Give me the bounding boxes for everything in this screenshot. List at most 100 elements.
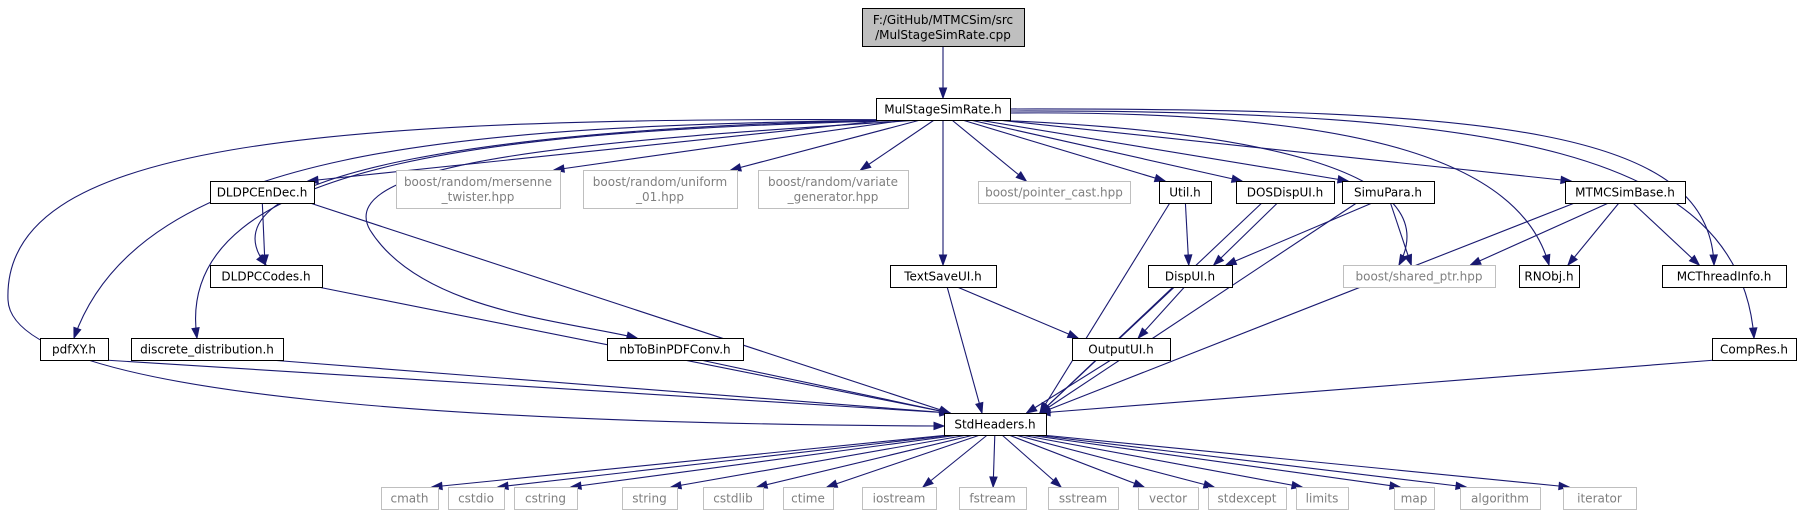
edge-msr-to-compres [1009, 110, 1758, 340]
edge-dosdispui-to-dispui [1212, 202, 1278, 267]
edge-line [1225, 202, 1373, 266]
node-label: boost/pointer_cast.hpp [985, 186, 1123, 200]
edge-arrowhead [1688, 254, 1701, 267]
node-box [862, 487, 937, 510]
node-stdheaders[interactable]: StdHeaders.h [944, 413, 1047, 436]
node-dispui[interactable]: DispUI.h [1148, 265, 1233, 288]
node-rnobj[interactable]: RNObj.h [1519, 265, 1580, 288]
node-box [758, 170, 909, 209]
node-cstring: cstring [514, 487, 578, 510]
node-label: ctime [791, 492, 825, 506]
edge-line [1039, 202, 1575, 414]
edge-line [1632, 202, 1700, 266]
edge-textsaveui-to-outputui [957, 286, 1080, 339]
node-nbtobin[interactable]: nbToBinPDFConv.h [607, 338, 744, 361]
node-variate: boost/random/variate_generator.hpp [758, 170, 909, 209]
edge-msr-to-pdfxy [73, 119, 907, 340]
edge-stdheaders-to-map [1028, 434, 1402, 490]
node-dldpccodes[interactable]: DLDPCCodes.h [210, 265, 323, 288]
edge-arrowhead [729, 163, 743, 172]
node-stdexcept: stdexcept [1208, 487, 1287, 510]
node-box [622, 487, 678, 510]
edge-line [1039, 359, 1717, 414]
edge-msr-to-mcthreadinfo [1009, 108, 1718, 267]
node-label: OutputUI.h [1088, 343, 1153, 357]
edge-arrowhead [1403, 253, 1413, 267]
node-algorithm: algorithm [1460, 487, 1541, 510]
node-mersenne: boost/random/mersenne_twister.hpp [396, 170, 561, 209]
edge-line [269, 359, 951, 414]
node-box [381, 487, 439, 510]
edge-simupara-to-sharedptr [1389, 202, 1413, 267]
node-label: DispUI.h [1165, 270, 1215, 284]
node-mcthreadinfo[interactable]: MCThreadInfo.h [1662, 265, 1787, 288]
node-box [862, 8, 1025, 47]
edge-line [1470, 202, 1609, 266]
node-simupara[interactable]: SimuPara.h [1342, 181, 1435, 204]
node-textsaveui[interactable]: TextSaveUI.h [890, 265, 997, 288]
edge-line [1567, 202, 1620, 266]
node-box [1072, 338, 1171, 361]
node-msr[interactable]: MulStageSimRate.h [876, 98, 1011, 121]
node-util[interactable]: Util.h [1159, 181, 1212, 204]
node-box [978, 181, 1131, 204]
node-label: boost/random/uniform [593, 175, 727, 189]
node-box [1148, 265, 1233, 288]
node-label: discrete_distribution.h [140, 343, 274, 357]
edge-line [309, 202, 951, 414]
node-dldpcendec[interactable]: DLDPCEnDec.h [210, 181, 315, 204]
node-label: pdfXY.h [52, 343, 96, 357]
edge-dldpcendec-to-dldpccodes [260, 202, 269, 267]
node-box [448, 487, 505, 510]
node-box [959, 487, 1027, 510]
node-box [1236, 181, 1335, 204]
node-pdfxy[interactable]: pdfXY.h [40, 338, 109, 361]
node-iterator: iterator [1563, 487, 1637, 510]
edge-line [970, 119, 1243, 182]
edge-msr-to-nbtobin [365, 119, 922, 340]
node-uniform: boost/random/uniform_01.hpp [583, 170, 738, 209]
edge-textsaveui-to-stdheaders [946, 286, 984, 415]
node-sstream: sstream [1048, 487, 1119, 510]
edge-line [1389, 202, 1412, 266]
node-label: fstream [969, 492, 1015, 506]
node-vector: vector [1138, 487, 1199, 510]
node-mtmcsimbase[interactable]: MTMCSimBase.h [1565, 181, 1686, 204]
node-box [944, 413, 1047, 436]
edge-msr-to-textsaveui [938, 120, 948, 267]
edge-line [1213, 202, 1278, 266]
node-box [1208, 487, 1287, 510]
node-outputui[interactable]: OutputUI.h [1072, 338, 1171, 361]
edge-arrowhead [938, 87, 948, 100]
node-label: map [1401, 492, 1428, 506]
edge-msr-to-util [962, 119, 1167, 183]
node-box [1712, 338, 1797, 361]
edge-line [497, 434, 954, 488]
node-label: boost/random/variate [768, 175, 898, 189]
node-label: iostream [873, 492, 926, 506]
node-box [396, 170, 561, 209]
node-box [1519, 265, 1580, 288]
edge-line [195, 119, 917, 339]
edge-arrowhead [191, 326, 200, 340]
edge-arrowhead [1224, 256, 1238, 266]
edge-arrowhead [1469, 256, 1482, 266]
edge-stdheaders-to-fstream [989, 434, 998, 489]
edge-line [989, 119, 1408, 266]
edge-msr-to-variate [859, 119, 935, 171]
node-cstdlib: cstdlib [703, 487, 764, 510]
edge-simupara-to-dispui [1224, 202, 1373, 266]
edge-line [957, 286, 1079, 339]
node-root[interactable]: F:/GitHub/MTMCSim/src/MulStageSimRate.cp… [862, 8, 1025, 47]
edge-line [431, 434, 949, 488]
node-box [1460, 487, 1541, 510]
node-cstdio: cstdio [448, 487, 505, 510]
edge-line [365, 119, 922, 339]
node-discrete[interactable]: discrete_distribution.h [131, 338, 284, 361]
edge-line [1009, 112, 1550, 266]
node-dosdispui[interactable]: DOSDispUI.h [1236, 181, 1335, 204]
node-layer: F:/GitHub/MTMCSim/src/MulStageSimRate.cp… [40, 8, 1797, 510]
node-ctime: ctime [783, 487, 834, 510]
node-compres[interactable]: CompRes.h [1712, 338, 1797, 361]
